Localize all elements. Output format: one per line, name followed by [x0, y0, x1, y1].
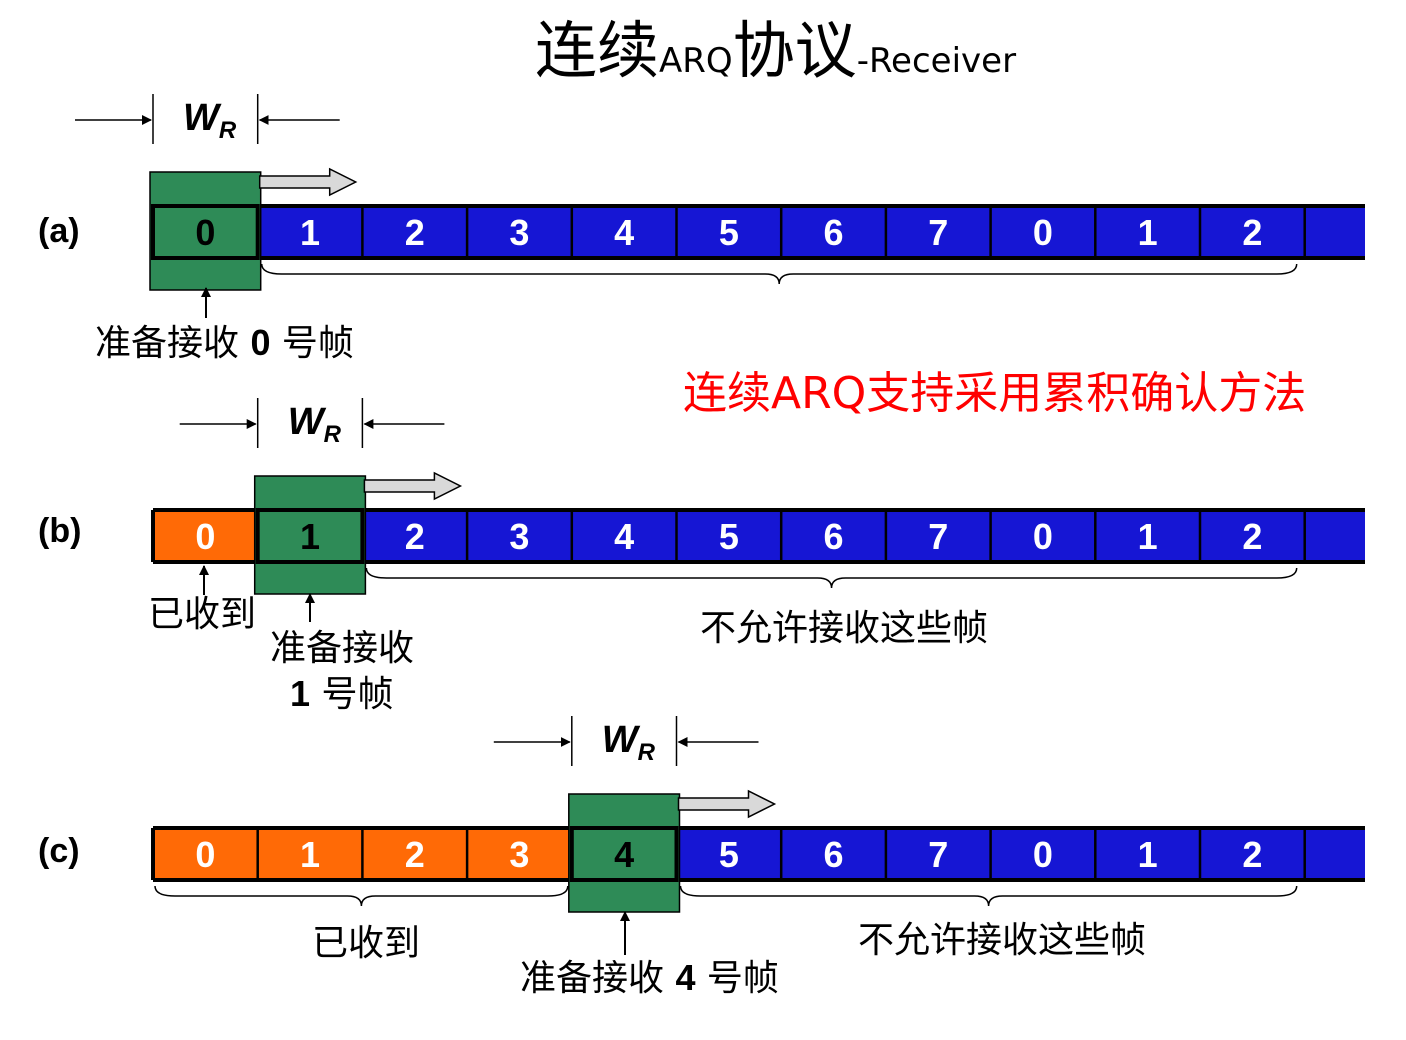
row-label-b: (b) [38, 512, 81, 550]
cumulative-ack-note: 连续ARQ支持采用累积确认方法 [683, 368, 1306, 419]
row-label-a: (a) [38, 212, 80, 250]
frame-number: 2 [405, 212, 425, 253]
frame-number: 1 [300, 516, 320, 557]
window-cell-border [255, 508, 365, 564]
frame-number: 0 [1033, 516, 1053, 557]
receive-window [568, 793, 681, 913]
not-allowed-label-c: 不允许接收这些帧 [858, 920, 1146, 961]
frame-number: 0 [1033, 212, 1053, 253]
frame-strip [153, 206, 1365, 258]
received-frame-cell [467, 828, 572, 880]
received-frame-cell [362, 828, 468, 880]
frame-number: 4 [614, 212, 634, 253]
title-cn-part1: 连续 [535, 14, 659, 87]
window-slide-arrow [363, 471, 463, 501]
frame-number: 1 [1138, 516, 1158, 557]
window-slide-arrow [258, 167, 358, 197]
window-cell-border [569, 826, 679, 882]
received-frame-cell [257, 828, 363, 880]
frame-number: 1 [300, 834, 320, 875]
ready-label-b-line1: 准备接收 [270, 628, 414, 669]
row-c-notes: 已收到 准备接收 4 号帧 不允许接收这些帧 [312, 911, 1146, 999]
sequence-row-a: 0 1 2 3 4 5 6 7 0 1 2 WR [75, 94, 1365, 291]
frame-number: 6 [824, 212, 844, 253]
frame-number: 2 [1242, 212, 1262, 253]
receive-window [253, 475, 367, 595]
frame-number: 3 [509, 516, 529, 557]
frame-number: 5 [719, 516, 739, 557]
window-size-label: WR [183, 97, 237, 144]
row-a-notes: 准备接收 0 号帧 [95, 287, 354, 364]
frame-number: 1 [1138, 212, 1158, 253]
title-cn-part2: 协议 [733, 14, 857, 87]
title-en-part1: ARQ [659, 41, 733, 81]
ready-label-b-line2: 1 号帧 [290, 673, 393, 715]
frame-number: 2 [405, 516, 425, 557]
frame-number: 1 [1138, 834, 1158, 875]
frame-number: 0 [195, 212, 215, 253]
frame-number: 7 [928, 212, 948, 253]
not-allowed-label-b: 不允许接收这些帧 [700, 608, 988, 649]
sequence-row-c: 0 1 2 3 4 5 6 7 0 1 2 WR [151, 716, 1365, 913]
frame-number: 6 [824, 516, 844, 557]
received-label-c: 已收到 [312, 923, 420, 964]
frame-number: 2 [1242, 516, 1262, 557]
window-cell-border [151, 204, 260, 260]
page-title: 连续ARQ协议-Receiver [535, 14, 1016, 87]
frame-number: 0 [195, 834, 215, 875]
not-allowed-brace [679, 885, 1298, 907]
received-brace [154, 885, 569, 907]
frame-number: 4 [614, 834, 634, 875]
window-slide-arrow [677, 789, 777, 819]
received-frame-cell [153, 510, 258, 562]
frame-number: 7 [928, 516, 948, 557]
frame-number: 2 [1242, 834, 1262, 875]
ready-label-a: 准备接收 0 号帧 [95, 322, 354, 364]
frame-number: 2 [405, 834, 425, 875]
frame-number: 0 [1033, 834, 1053, 875]
frame-number: 3 [509, 834, 529, 875]
row-b-notes: 已收到 准备接收 1 号帧 不允许接收这些帧 [148, 565, 988, 715]
row-label-c: (c) [38, 832, 80, 870]
received-frame-cell [153, 828, 258, 880]
not-allowed-brace [260, 263, 1298, 285]
frame-number: 6 [824, 834, 844, 875]
title-en-part2: -Receiver [857, 41, 1016, 81]
window-size-label: WR [602, 719, 656, 766]
frame-number: 4 [614, 516, 634, 557]
ready-label-c: 准备接收 4 号帧 [520, 957, 779, 999]
frame-number: 1 [300, 212, 320, 253]
sequence-row-b: 0 1 2 3 4 5 6 7 0 1 2 WR [151, 398, 1365, 595]
frame-number: 5 [719, 212, 739, 253]
frame-number: 5 [719, 834, 739, 875]
received-label-b: 已收到 [148, 594, 256, 635]
frame-number: 7 [928, 834, 948, 875]
frame-number: 3 [509, 212, 529, 253]
frame-number: 0 [195, 516, 215, 557]
window-size-label: WR [288, 401, 342, 448]
receive-window [149, 171, 262, 291]
not-allowed-brace [365, 567, 1298, 589]
